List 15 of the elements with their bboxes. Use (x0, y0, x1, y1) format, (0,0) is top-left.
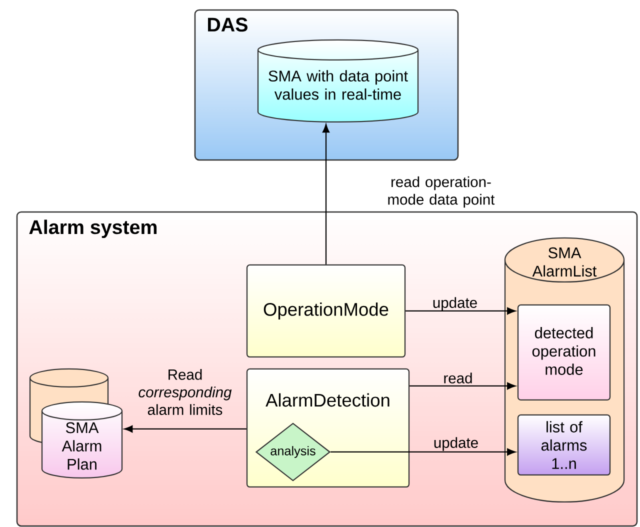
edge-label: Read corresponding alarm limits (138, 369, 232, 415)
process-box: detected operation mode (517, 304, 611, 401)
database-cylinder: SMA with data point values in real-time (257, 39, 419, 123)
edge-label: update (434, 437, 478, 451)
edge-label: read operation-mode data point (388, 176, 495, 208)
arrow (330, 448, 516, 456)
arrow (322, 124, 330, 264)
process-box: list of alarms 1..n (517, 414, 611, 476)
arrow (124, 425, 246, 433)
edge-label: update (433, 297, 477, 311)
arrow (406, 307, 516, 315)
edge-label: read (444, 372, 472, 384)
database-cylinder: SMA Alarm Plan (41, 401, 123, 479)
arrow (410, 382, 516, 390)
process-box: OperationMode (246, 264, 406, 358)
